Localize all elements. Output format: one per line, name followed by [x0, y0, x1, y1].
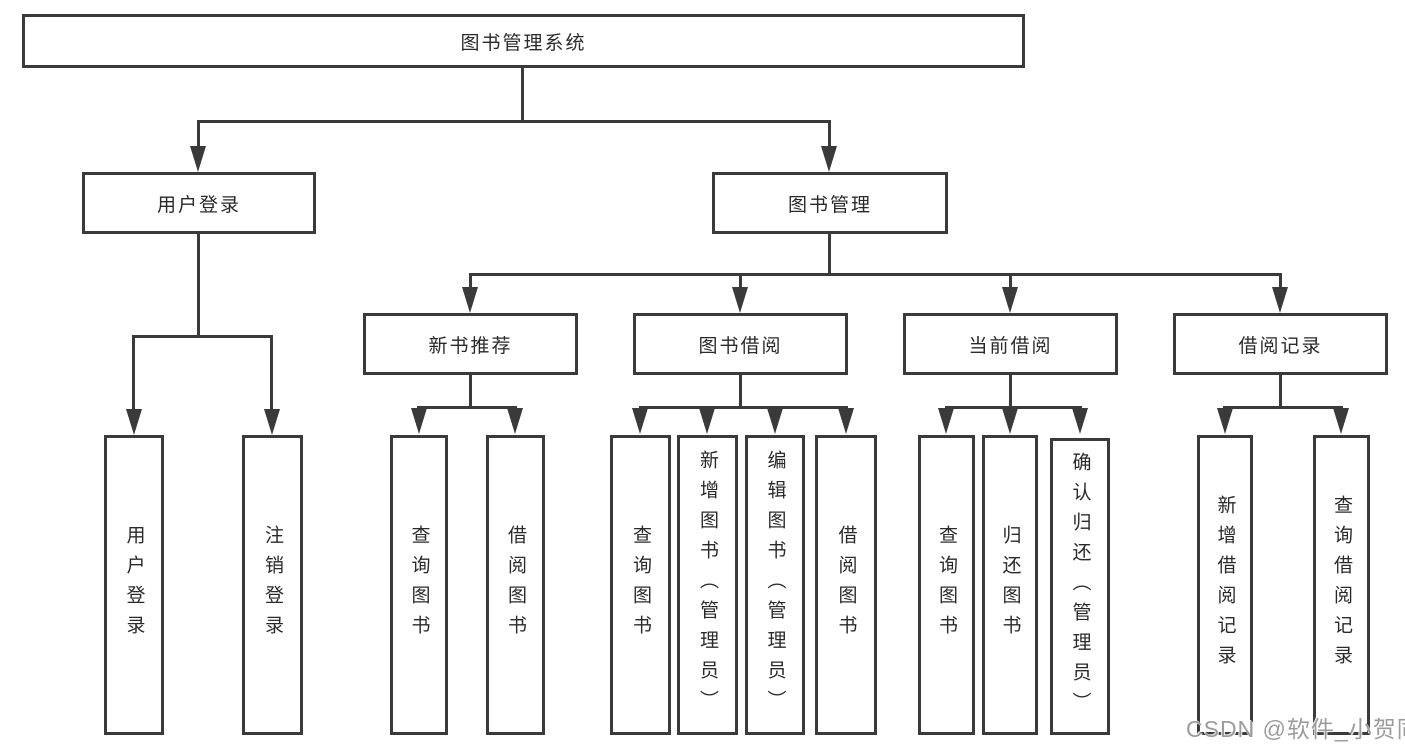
- node-book-management-branch: 图书管理: [712, 172, 948, 234]
- node-leaf-logout-label: 注销登录: [262, 525, 283, 645]
- connector-line: [469, 375, 472, 406]
- connector-line: [197, 120, 831, 123]
- node-current-borrow-label: 当前借阅: [968, 335, 1053, 357]
- arrow-down-icon: [838, 408, 854, 434]
- connector-line: [1279, 375, 1282, 406]
- node-book-management-branch-label: 图书管理: [787, 194, 872, 216]
- arrow-down-icon: [1217, 408, 1233, 434]
- connector-line: [1009, 273, 1012, 289]
- connector-line: [1009, 375, 1012, 406]
- node-leaf-edit-book-label: 编辑图书（管理员）: [764, 450, 786, 720]
- arrow-down-icon: [1333, 408, 1349, 434]
- watermark: CSDN @软件_小贺同学: [1186, 716, 1405, 742]
- node-leaf-query-borrow-record: 查询借阅记录: [1313, 435, 1370, 735]
- node-leaf-borrow-book-rec: 借阅图书: [486, 435, 545, 735]
- connector-line: [739, 273, 742, 289]
- connector-line: [1223, 406, 1343, 409]
- node-leaf-query-book-borrow-label: 查询图书: [630, 525, 651, 645]
- arrow-down-icon: [821, 146, 837, 172]
- node-leaf-user-login: 用户登录: [104, 435, 164, 735]
- connector-line: [1279, 273, 1282, 289]
- arrow-down-icon: [462, 287, 478, 313]
- node-root: 图书管理系统: [22, 14, 1025, 68]
- node-user-login-branch-label: 用户登录: [156, 194, 241, 216]
- arrow-down-icon: [732, 287, 748, 313]
- node-leaf-query-borrow-record-label: 查询借阅记录: [1331, 495, 1352, 675]
- connector-line: [945, 406, 1082, 409]
- node-leaf-return-book-label: 归还图书: [999, 525, 1021, 645]
- node-leaf-add-book-label: 新增图书（管理员）: [697, 450, 718, 720]
- node-leaf-query-book-current-label: 查询图书: [936, 525, 957, 645]
- node-leaf-add-borrow-record: 新增借阅记录: [1197, 435, 1253, 735]
- node-borrow-record-label: 借阅记录: [1238, 335, 1323, 357]
- connector-line: [639, 406, 848, 409]
- arrow-down-icon: [1272, 287, 1288, 313]
- node-leaf-confirm-return-label: 确认归还（管理员）: [1069, 451, 1091, 722]
- node-leaf-add-borrow-record-label: 新增借阅记录: [1214, 495, 1236, 675]
- node-new-book-recommend: 新书推荐: [363, 313, 578, 375]
- connector-line: [132, 335, 273, 338]
- connector-line: [270, 335, 273, 413]
- node-leaf-query-book-rec-label: 查询图书: [408, 525, 430, 645]
- connector-line: [132, 335, 135, 413]
- node-leaf-logout: 注销登录: [242, 435, 303, 735]
- node-leaf-return-book: 归还图书: [982, 435, 1038, 735]
- arrow-down-icon: [1072, 408, 1088, 434]
- connector-line: [739, 375, 742, 406]
- arrow-down-icon: [1002, 287, 1018, 313]
- connector-line: [197, 120, 200, 150]
- arrow-down-icon: [767, 408, 783, 434]
- connector-line: [828, 120, 831, 150]
- arrow-down-icon: [699, 408, 715, 434]
- node-book-borrow-label: 图书借阅: [698, 335, 783, 357]
- node-current-borrow: 当前借阅: [903, 313, 1118, 375]
- connector-line: [469, 273, 1282, 276]
- node-root-label: 图书管理系统: [460, 32, 587, 54]
- node-leaf-borrow-book-rec-label: 借阅图书: [505, 525, 526, 645]
- connector-line: [197, 234, 200, 335]
- connector-line: [469, 273, 472, 289]
- connector-line: [521, 68, 524, 120]
- arrow-down-icon: [264, 409, 280, 435]
- arrow-down-icon: [507, 408, 523, 434]
- node-leaf-borrow-book: 借阅图书: [815, 435, 877, 735]
- arrow-down-icon: [1002, 408, 1018, 434]
- arrow-down-icon: [190, 146, 206, 172]
- node-user-login-branch: 用户登录: [82, 172, 316, 234]
- node-borrow-record: 借阅记录: [1173, 313, 1388, 375]
- node-new-book-recommend-label: 新书推荐: [428, 335, 513, 357]
- node-leaf-confirm-return: 确认归还（管理员）: [1050, 438, 1110, 735]
- node-leaf-user-login-label: 用户登录: [123, 525, 145, 645]
- connector-line: [417, 406, 517, 409]
- arrow-down-icon: [632, 408, 648, 434]
- node-leaf-query-book-borrow: 查询图书: [610, 435, 671, 735]
- node-leaf-edit-book: 编辑图书（管理员）: [745, 435, 805, 735]
- arrow-down-icon: [411, 408, 427, 434]
- connector-line: [828, 234, 831, 273]
- node-leaf-borrow-book-label: 借阅图书: [835, 525, 857, 645]
- node-leaf-add-book: 新增图书（管理员）: [677, 435, 738, 735]
- node-book-borrow: 图书借阅: [633, 313, 848, 375]
- node-leaf-query-book-current: 查询图书: [918, 435, 975, 735]
- arrow-down-icon: [126, 409, 142, 435]
- node-leaf-query-book-rec: 查询图书: [390, 435, 448, 735]
- arrow-down-icon: [938, 408, 954, 434]
